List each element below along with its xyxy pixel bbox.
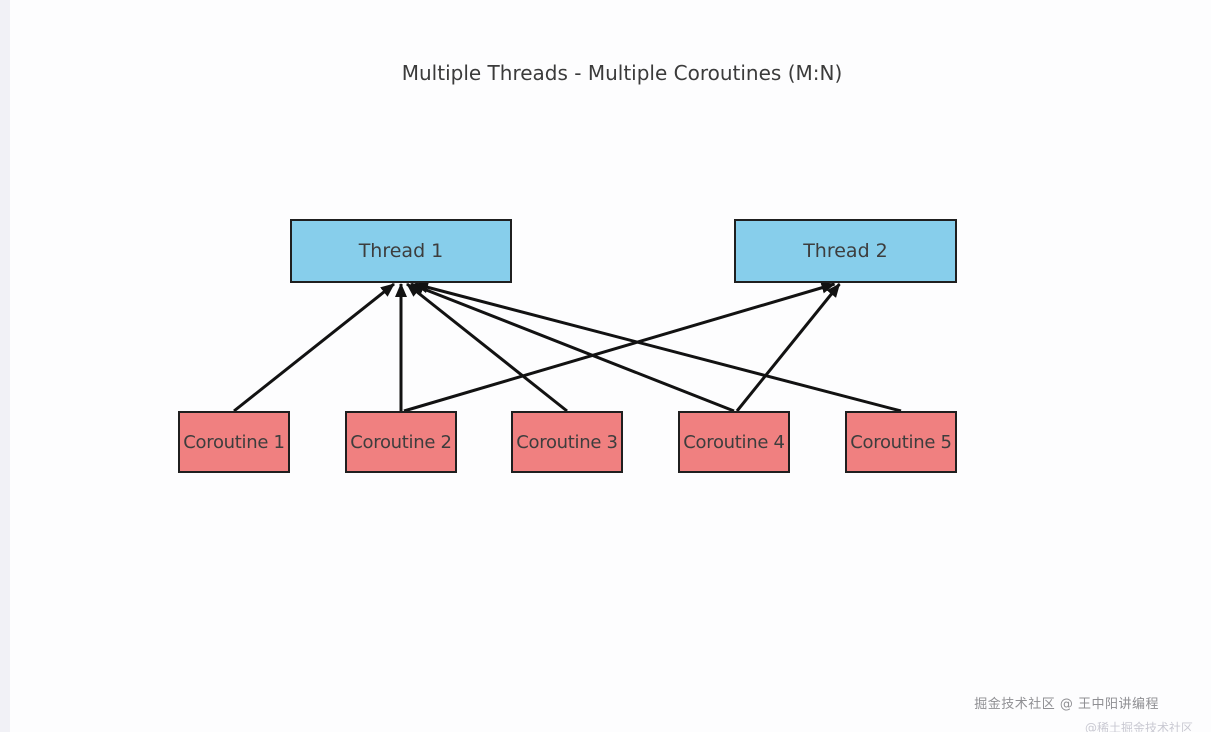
node-coroutine-2-label: Coroutine 2 — [350, 431, 452, 453]
left-gutter — [0, 0, 10, 732]
node-coroutine-1: Coroutine 1 — [178, 411, 290, 473]
watermark-juejin-author: 掘金技术社区 @ 王中阳讲编程 — [974, 697, 1159, 712]
node-coroutine-4: Coroutine 4 — [678, 411, 790, 473]
node-thread-1: Thread 1 — [290, 219, 512, 283]
edge-c4-to-thread2 — [735, 283, 841, 412]
diagram-title: Multiple Threads - Multiple Coroutines (… — [401, 61, 843, 85]
edge-c4-to-thread1 — [410, 282, 735, 413]
edge-lines — [233, 281, 902, 413]
node-coroutine-2: Coroutine 2 — [345, 411, 457, 473]
node-coroutine-4-label: Coroutine 4 — [683, 431, 785, 453]
node-thread-1-label: Thread 1 — [358, 240, 444, 262]
node-coroutine-5: Coroutine 5 — [845, 411, 957, 473]
node-coroutine-1-label: Coroutine 1 — [183, 431, 285, 453]
edge-c2-to-thread2 — [403, 281, 836, 413]
node-thread-2: Thread 2 — [734, 219, 957, 283]
watermark-juejin-community: @稀土掘金技术社区 — [1085, 721, 1194, 732]
node-coroutine-5-label: Coroutine 5 — [850, 431, 952, 453]
edge-c3-to-thread1 — [406, 282, 568, 413]
node-thread-2-label: Thread 2 — [803, 240, 888, 262]
edge-c5-to-thread1 — [414, 281, 902, 413]
node-coroutine-3: Coroutine 3 — [511, 411, 623, 473]
edge-c1-to-thread1 — [233, 282, 395, 413]
node-coroutine-3-label: Coroutine 3 — [516, 431, 618, 453]
